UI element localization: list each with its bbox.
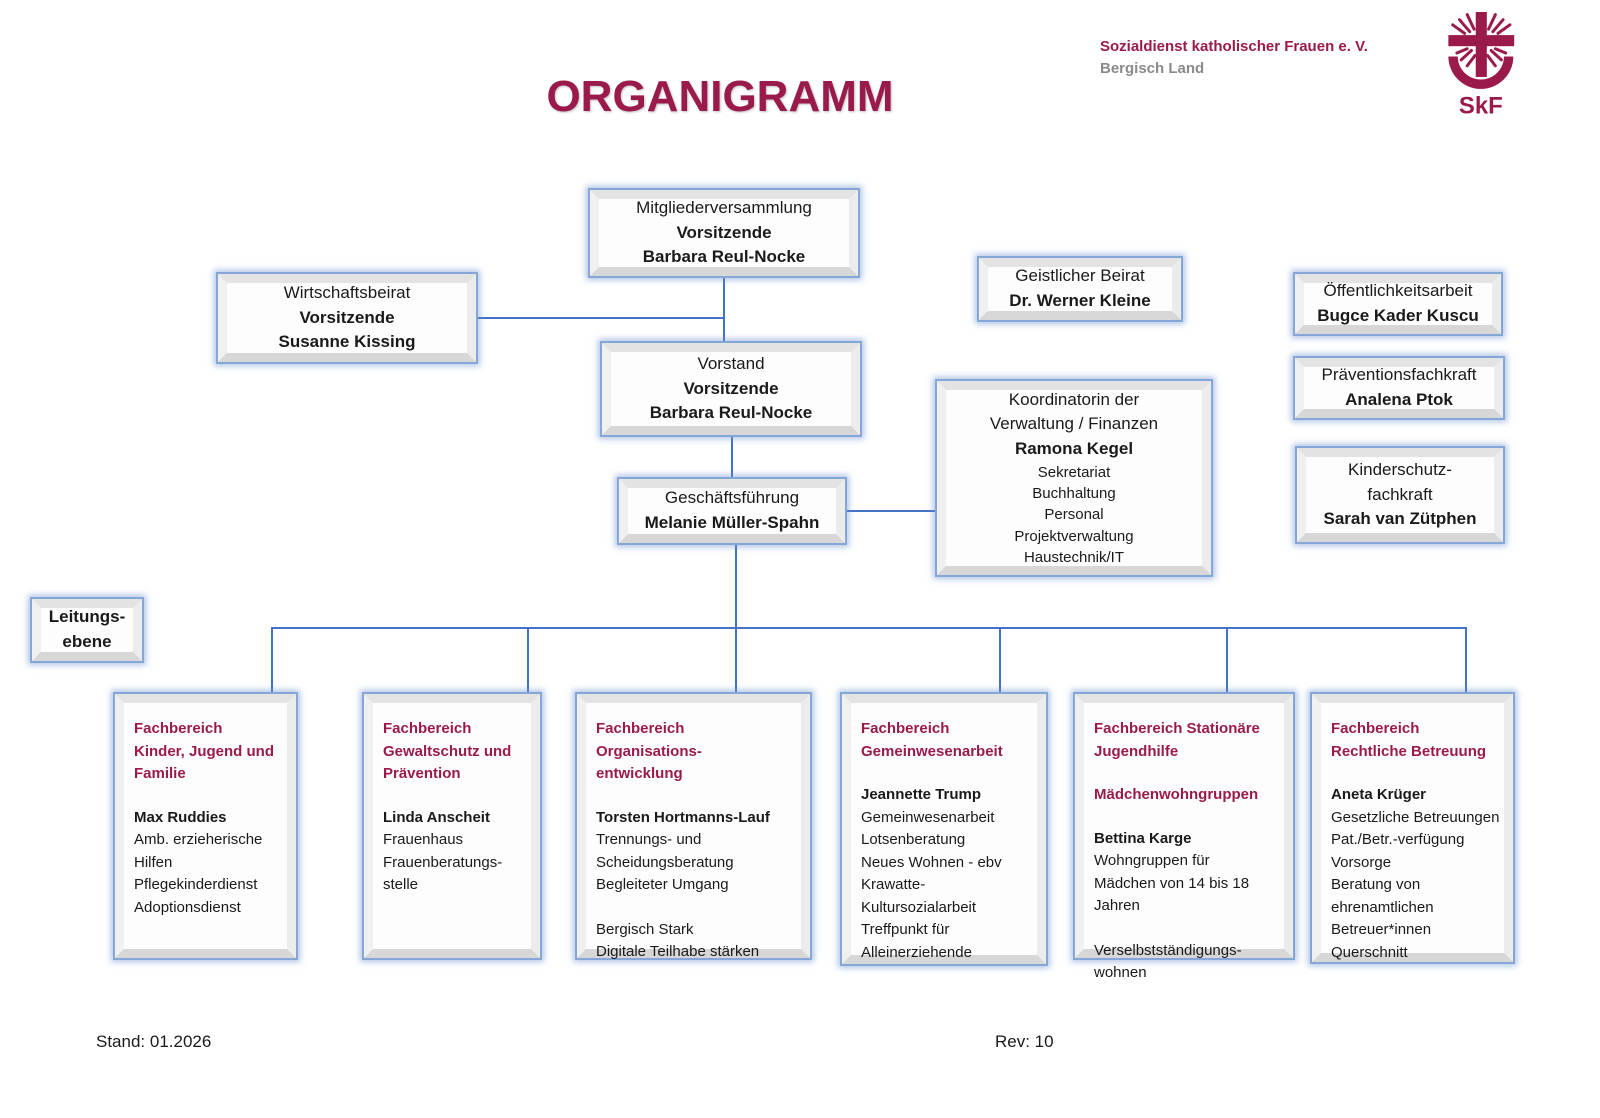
connector-geschaeftsfuehrung-down	[735, 545, 737, 692]
skf-logo-icon: SkF	[1432, 12, 1528, 120]
dept-lead-name: Jeannette Trump	[861, 786, 982, 803]
box-title: Präventionsfachkraft	[1321, 365, 1477, 385]
box-title: Wirtschaftsbeirat	[283, 283, 411, 303]
box-role: Vorsitzende	[299, 307, 395, 327]
box-title: Vorstand	[697, 354, 765, 374]
org-identity: Sozialdienst katholischer Frauen e. V. B…	[1100, 36, 1368, 80]
connector-koordinatorin	[847, 510, 935, 512]
connector-drop-4	[999, 627, 1001, 692]
box-title: Geistlicher Beirat	[1015, 266, 1145, 286]
connector-drop-6	[1465, 627, 1467, 692]
stand-date: Stand: 01.2026	[96, 1032, 212, 1051]
box-leitungsebene: Leitungs-ebene	[30, 597, 144, 663]
dept-lead-name: Torsten Hortmanns-Lauf	[596, 808, 770, 826]
box-vorstand: Vorstand Vorsitzende Barbara Reul-Nocke	[600, 341, 862, 437]
box-title: Kinderschutz-fachkraft	[1348, 460, 1452, 504]
org-name: Sozialdienst katholischer Frauen e. V.	[1100, 38, 1368, 55]
connector-mitglieder-vorstand	[723, 278, 725, 341]
connector-wirtschaftsbeirat	[478, 317, 724, 319]
dept-subheading: Mädchenwohngruppen	[1094, 786, 1259, 803]
dept-lead-name: Linda Anscheit	[383, 808, 490, 826]
box-person: Barbara Reul-Nocke	[649, 403, 813, 423]
page-title: ORGANIGRAMM	[546, 72, 894, 121]
box-person: Barbara Reul-Nocke	[642, 247, 806, 267]
dept-lead-name: Aneta Krüger	[1331, 786, 1427, 803]
dept-lead-name: Max Ruddies	[134, 808, 227, 826]
box-title: Leitungs-ebene	[48, 607, 126, 651]
box-title: Geschäftsführung	[664, 488, 800, 508]
box-person: Melanie Müller-Spahn	[644, 513, 820, 532]
box-oeffentlichkeitsarbeit: Öffentlichkeitsarbeit Bugce Kader Kuscu	[1293, 272, 1503, 336]
box-role: Vorsitzende	[683, 378, 779, 398]
box-kinderschutzfachkraft: Kinderschutz-fachkraft Sarah van Zütphen	[1295, 446, 1505, 544]
org-region: Bergisch Land	[1100, 59, 1205, 77]
box-mitgliederversammlung: Mitgliederversammlung Vorsitzende Barbar…	[588, 188, 860, 278]
connector-drop-2	[527, 627, 529, 692]
box-person: Dr. Werner Kleine	[1009, 291, 1151, 310]
box-person: Susanne Kissing	[278, 332, 416, 352]
connector-drop-5	[1226, 627, 1228, 692]
box-person: Analena Ptok	[1345, 390, 1453, 409]
box-praeventionsfachkraft: Präventionsfachkraft Analena Ptok	[1293, 356, 1505, 420]
box-wirtschaftsbeirat: Wirtschaftsbeirat Vorsitzende Susanne Ki…	[216, 272, 478, 364]
box-person: Bugce Kader Kuscu	[1317, 306, 1479, 325]
connector-vorstand-geschaeftsfuehrung	[731, 437, 733, 477]
box-title: Mitgliederversammlung	[636, 198, 812, 218]
box-role: Vorsitzende	[676, 222, 772, 242]
box-person: Ramona Kegel	[1014, 439, 1134, 459]
revision-number: Rev: 10	[995, 1032, 1054, 1051]
box-title: Öffentlichkeitsarbeit	[1323, 281, 1473, 301]
box-geistlicher-beirat: Geistlicher Beirat Dr. Werner Kleine	[977, 256, 1183, 322]
connector-departments-horizontal	[271, 627, 1466, 629]
box-person: Sarah van Zütphen	[1323, 509, 1477, 529]
dept-lead-name: Bettina Karge	[1094, 829, 1192, 847]
box-geschaeftsfuehrung: Geschäftsführung Melanie Müller-Spahn	[617, 477, 847, 545]
svg-text:SkF: SkF	[1459, 93, 1503, 118]
connector-drop-1	[271, 627, 273, 692]
